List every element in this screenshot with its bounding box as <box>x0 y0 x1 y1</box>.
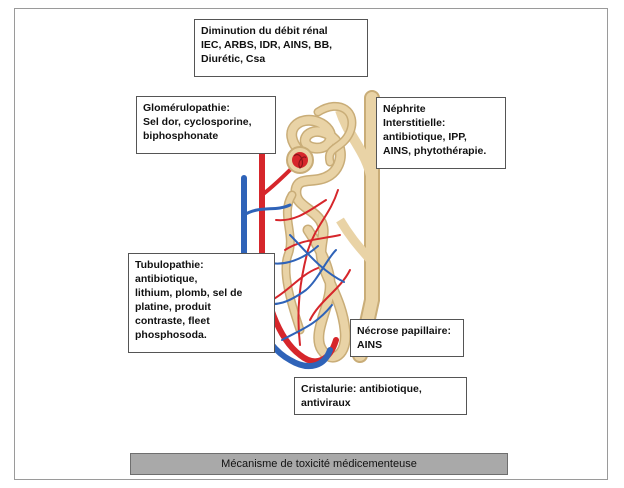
tubulopathy-box: Tubulopathie: antibiotique, lithium, plo… <box>128 253 275 353</box>
glomerulus <box>287 147 313 173</box>
figure-caption: Mécanisme de toxicité médicementeuse <box>130 453 508 475</box>
renal-flow-box: Diminution du débit rénal IEC, ARBS, IDR… <box>194 19 368 77</box>
nephritis-box: Néphrite Interstitielle: antibiotique, I… <box>376 97 506 169</box>
papillary-necrosis-box: Nécrose papillaire: AINS <box>350 319 464 357</box>
glomerulopathy-box: Glomérulopathie: Sel dor, cyclosporine, … <box>136 96 276 154</box>
crystaluria-box: Cristalurie: antibiotique, antiviraux <box>294 377 467 415</box>
